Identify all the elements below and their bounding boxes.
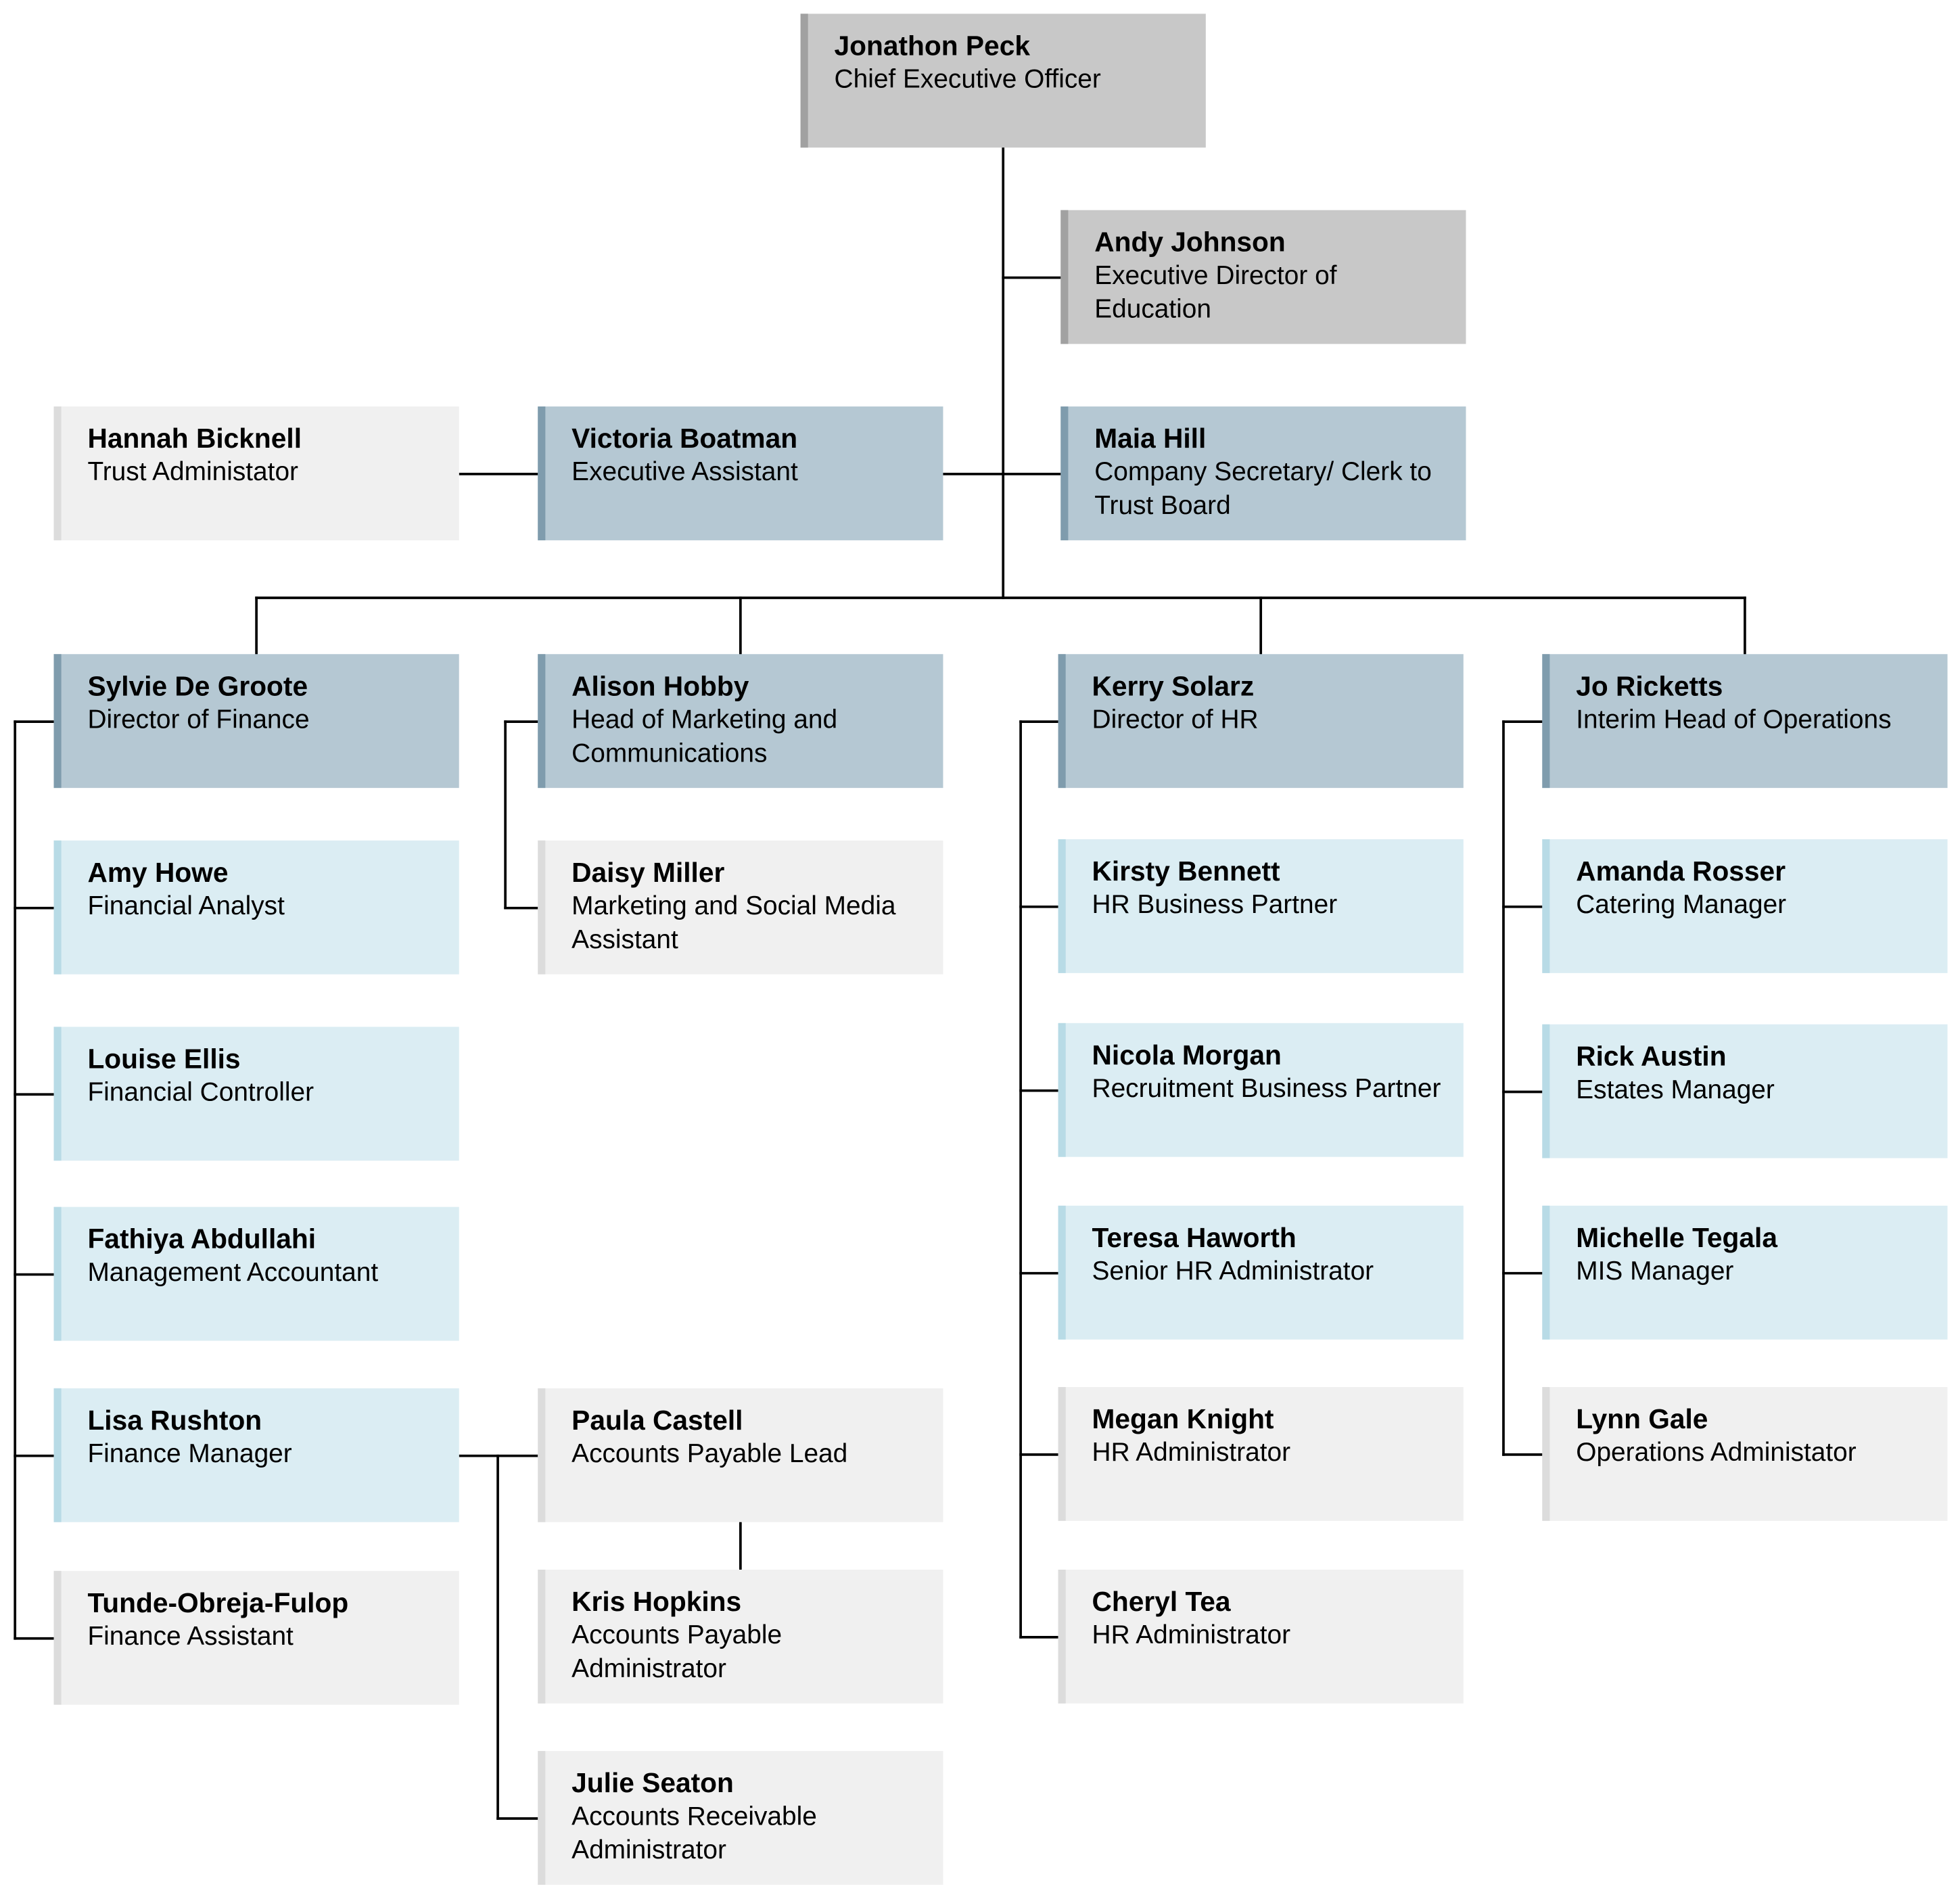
- job-title: Director of HR: [1092, 705, 1259, 734]
- person-name: Amanda Rosser: [1576, 855, 1786, 887]
- person-name: Kerry Solarz: [1092, 670, 1255, 702]
- person-name: Maia Hill: [1094, 423, 1207, 454]
- job-title: Executive Assistant: [571, 457, 798, 487]
- person-name: Nicola Morgan: [1092, 1039, 1282, 1071]
- person-name: Daisy Miller: [571, 856, 725, 889]
- person-name: Cheryl Tea: [1092, 1586, 1231, 1618]
- job-title: Senior HR Administrator: [1092, 1257, 1374, 1286]
- person-name: Teresa Haworth: [1092, 1221, 1297, 1254]
- job-title: Accounts Payable Administrator: [571, 1620, 783, 1684]
- person-name: Tunde-Obreja-Fulop: [87, 1587, 349, 1619]
- person-name: Kris Hopkins: [571, 1586, 742, 1618]
- job-title: Head of Marketing and Communications: [571, 705, 838, 768]
- job-title: Director of Finance: [87, 705, 310, 734]
- person-name: Julie Seaton: [571, 1767, 734, 1799]
- person-name: Lynn Gale: [1576, 1403, 1708, 1435]
- job-title: Financial Controller: [87, 1078, 314, 1107]
- job-title: Trust Administator: [87, 457, 298, 487]
- job-title: Catering Manager: [1576, 890, 1787, 920]
- person-name: Sylvie De Groote: [87, 670, 308, 702]
- job-title: Accounts Receivable Administrator: [571, 1802, 817, 1865]
- job-title: HR Administrator: [1092, 1438, 1291, 1468]
- person-name: Fathiya Abdullahi: [87, 1223, 317, 1255]
- person-name: Megan Knight: [1092, 1403, 1274, 1435]
- job-title: Accounts Payable Lead: [571, 1439, 848, 1469]
- job-title: MIS Manager: [1576, 1257, 1734, 1286]
- job-title: Finance Assistant: [87, 1622, 294, 1651]
- person-name: Michelle Tegala: [1576, 1221, 1777, 1254]
- person-name: Andy Johnson: [1094, 226, 1286, 258]
- person-name: Victoria Boatman: [571, 423, 798, 454]
- job-title: Recruitment Business Partner: [1092, 1074, 1441, 1104]
- job-title: Operations Administator: [1576, 1438, 1857, 1468]
- job-title: Executive Director of Education: [1094, 261, 1337, 324]
- person-name: Paula Castell: [571, 1404, 743, 1436]
- job-title: Estates Manager: [1576, 1075, 1775, 1105]
- person-name: Hannah Bicknell: [87, 423, 302, 454]
- job-title: Management Accountant: [87, 1258, 379, 1288]
- person-name: Louise Ellis: [87, 1043, 241, 1075]
- person-name: Kirsty Bennett: [1092, 855, 1280, 887]
- person-name: Rick Austin: [1576, 1040, 1727, 1072]
- job-title: Marketing and Social Media Assistant: [571, 891, 896, 955]
- person-name: Amy Howe: [87, 856, 229, 889]
- job-title: HR Business Partner: [1092, 890, 1338, 920]
- person-name: Lisa Rushton: [87, 1404, 262, 1436]
- job-title: Financial Analyst: [87, 891, 285, 921]
- person-name: Alison Hobby: [571, 670, 749, 702]
- job-title: Interim Head of Operations: [1576, 705, 1892, 734]
- person-name: Jonathon Peck: [834, 30, 1030, 62]
- job-title: Finance Manager: [87, 1439, 292, 1469]
- person-name: Jo Ricketts: [1576, 670, 1723, 702]
- job-title: Company Secretary/ Clerk to Trust Board: [1094, 457, 1432, 521]
- job-title: HR Administrator: [1092, 1620, 1291, 1650]
- job-title: Chief Executive Officer: [834, 65, 1101, 94]
